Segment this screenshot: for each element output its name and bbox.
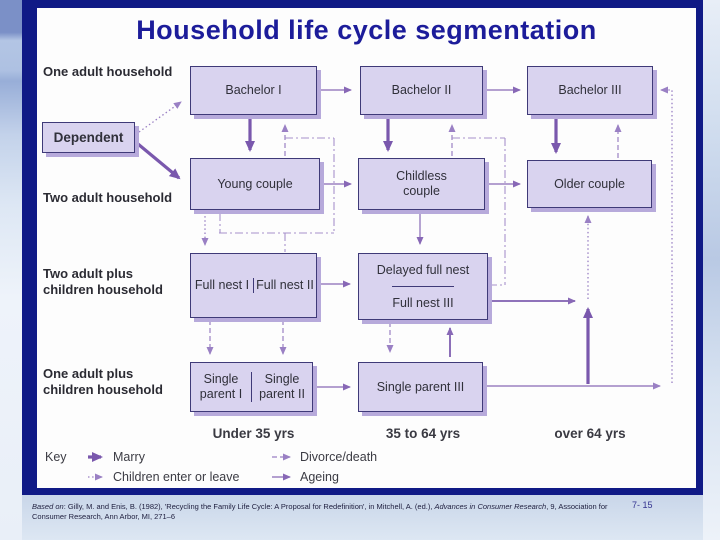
box-full-nest-1: Full nest I	[194, 278, 250, 292]
template-right-strip	[703, 0, 720, 540]
key-item-children: Children enter or leave	[113, 470, 240, 484]
box-full-nest-3: Full nest III	[392, 286, 454, 319]
age-label-over-64: over 64 yrs	[554, 426, 626, 441]
box-bachelor-3: Bachelor III	[527, 66, 653, 115]
key-item-marry: Marry	[113, 450, 145, 464]
box-childless-couple: Childless couple	[358, 158, 485, 210]
key-label: Key	[45, 450, 67, 464]
slide-title: Household life cycle segmentation	[136, 15, 597, 45]
citation: Based on: Gilly, M. and Enis, B. (1982),…	[32, 502, 608, 521]
box-older-couple: Older couple	[527, 160, 652, 208]
box-bachelor-1: Bachelor I	[190, 66, 317, 115]
age-label-under-35: Under 35 yrs	[212, 426, 295, 441]
box-full-nest-1-2: Full nest I Full nest II	[190, 253, 317, 318]
age-label-35-to-64: 35 to 64 yrs	[385, 426, 461, 441]
template-left-strip	[0, 0, 22, 540]
page-number: 7- 15	[632, 500, 653, 510]
box-single-parent-2: Single parent II	[251, 372, 312, 402]
row-label-one-adult: One adult household	[43, 64, 173, 79]
row-label-one-adult-children: One adult plus children household	[43, 366, 163, 397]
key-item-ageing: Ageing	[300, 470, 339, 484]
box-full-nest-2: Full nest II	[253, 278, 316, 293]
box-delayed-full-nest: Delayed full nest	[376, 262, 470, 277]
box-young-couple: Young couple	[190, 158, 320, 210]
row-label-two-adult: Two adult household	[43, 190, 173, 205]
box-dependent: Dependent	[42, 122, 135, 153]
box-single-parent-3: Single parent III	[358, 362, 483, 412]
box-single-parent-1: Single parent I	[199, 372, 243, 401]
key-item-divorce: Divorce/death	[300, 450, 378, 464]
row-label-two-adult-children: Two adult plus children household	[43, 266, 163, 297]
slide-footer-area	[22, 495, 703, 540]
box-delayed-full-nest-group: Delayed full nest Full nest III	[358, 253, 488, 320]
box-single-parent-1-2: Single parent I Single parent II	[190, 362, 313, 412]
box-bachelor-2: Bachelor II	[360, 66, 483, 115]
